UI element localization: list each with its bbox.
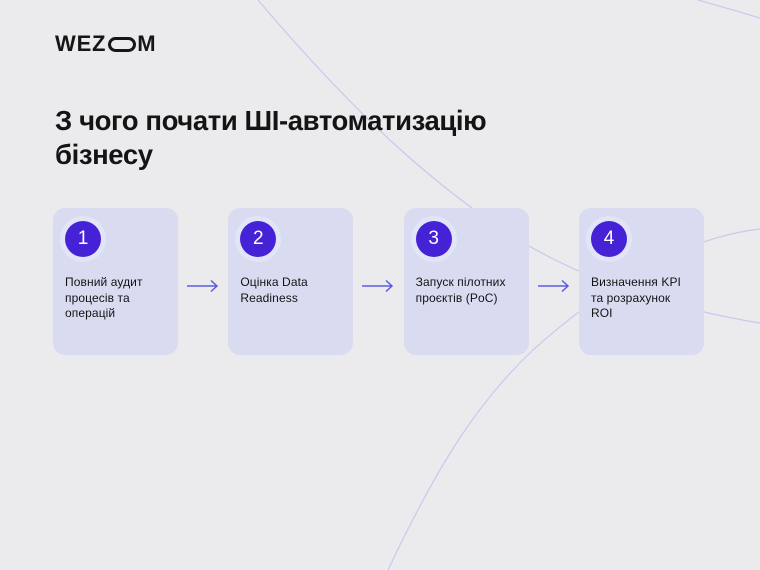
steps-row: 1 Повний аудит процесів та операцій 2 Оц… (53, 208, 704, 355)
logo-text-left: WEZ (55, 31, 107, 56)
wezom-logo: WEZ M (55, 31, 156, 57)
curve-top-right-corner (697, 0, 760, 19)
arrow-gap (353, 208, 403, 355)
step-card-2: 2 Оцінка Data Readiness (228, 208, 354, 355)
logo-o-icon (107, 36, 136, 52)
step-label: Визначення KPI та розрахунок ROI (590, 275, 681, 320)
step-number-badge: 2 (240, 221, 277, 257)
arrow-right-icon (187, 279, 219, 292)
step-number-badge: 1 (65, 221, 101, 257)
step-number-badge: 3 (415, 221, 452, 257)
arrow-gap (178, 208, 228, 355)
arrow-right-icon (537, 279, 569, 292)
arrow-right-icon (362, 279, 394, 292)
step-card-1: 1 Повний аудит процесів та операцій (53, 208, 178, 355)
page-title: З чого почати ШІ-автоматизацію бізнесу (55, 105, 487, 171)
step-number-badge: 4 (590, 221, 627, 257)
step-label: Запуск пілотних проєктів (PoC) (415, 275, 506, 305)
step-card-3: 3 Запуск пілотних проєктів (PoC) (403, 208, 529, 355)
logo-text-right: M (137, 31, 157, 56)
step-card-4: 4 Визначення KPI та розрахунок ROI (578, 208, 704, 355)
step-label: Повний аудит процесів та операцій (65, 275, 143, 320)
arrow-gap (529, 208, 579, 355)
step-label: Оцінка Data Readiness (240, 275, 308, 305)
